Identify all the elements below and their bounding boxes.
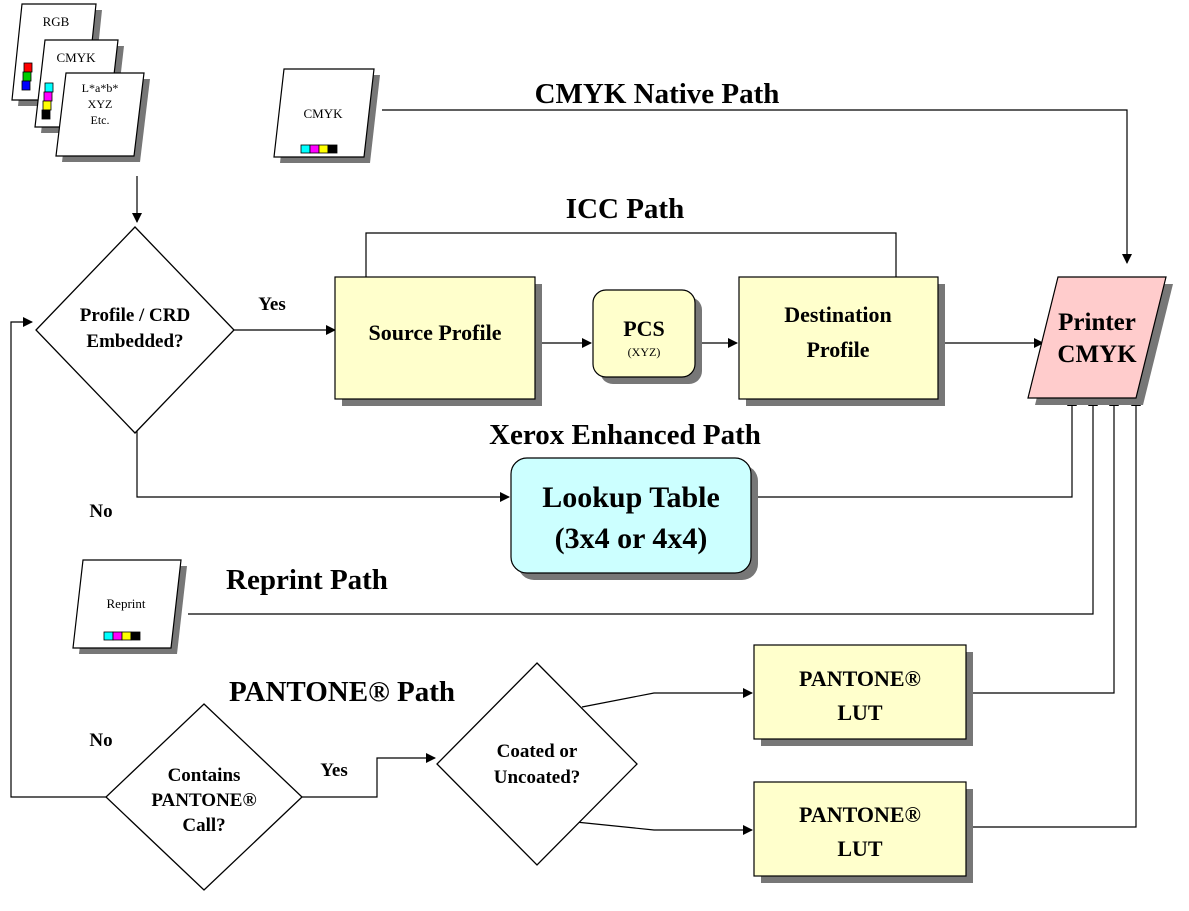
doc-rgb-label: RGB bbox=[43, 14, 70, 29]
lookup-line2: (3x4 or 4x4) bbox=[555, 522, 708, 555]
pantone-lut1-line1: PANTONE® bbox=[799, 666, 921, 691]
box-source-profile: Source Profile bbox=[334, 276, 542, 406]
source-profile-label: Source Profile bbox=[369, 320, 502, 345]
doc-reprint: Reprint bbox=[72, 559, 187, 654]
doc-cmyk-native-label: CMYK bbox=[303, 106, 343, 121]
title-pantone-path: PANTONE® Path bbox=[229, 676, 455, 708]
edge-label-no-profile: No bbox=[89, 501, 112, 522]
edge-label-yes-pantone: Yes bbox=[320, 760, 347, 781]
destination-line1: Destination bbox=[784, 302, 892, 327]
swatch-blue bbox=[21, 80, 31, 91]
pantone-lut2-line1: PANTONE® bbox=[799, 802, 921, 827]
edge-label-no-pantone: No bbox=[89, 730, 112, 751]
destination-line2: Profile bbox=[806, 337, 869, 362]
decision-profile-line1: Profile / CRD bbox=[80, 305, 190, 326]
edge-label-yes-profile: Yes bbox=[258, 294, 285, 315]
doc-other-spaces: L*a*b* XYZ Etc. bbox=[55, 72, 150, 162]
box-lookup-table: Lookup Table (3x4 or 4x4) bbox=[510, 457, 758, 580]
box-printer-cmyk: Printer CMYK bbox=[1027, 276, 1173, 405]
doc-etc-label: Etc. bbox=[91, 113, 110, 127]
printer-line2: CMYK bbox=[1057, 341, 1137, 368]
document-stack: RGB CMYK L*a*b* XYZ Etc. bbox=[11, 3, 150, 162]
printer-line1: Printer bbox=[1058, 309, 1136, 336]
swatch-green bbox=[22, 71, 32, 82]
decision-pantone-line1: Contains bbox=[168, 765, 241, 786]
doc-xyz-label: XYZ bbox=[88, 97, 113, 111]
decision-coated-line2: Uncoated? bbox=[494, 767, 581, 788]
swatch-red bbox=[23, 62, 33, 73]
swatch-yellow bbox=[42, 100, 52, 111]
title-xerox-path: Xerox Enhanced Path bbox=[489, 419, 761, 451]
connectors bbox=[10, 109, 1141, 835]
decision-pantone-line3: Call? bbox=[182, 815, 225, 836]
decision-coated: Coated or Uncoated? bbox=[436, 662, 638, 866]
doc-lab-label: L*a*b* bbox=[82, 81, 119, 95]
box-pantone-lut-1: PANTONE® LUT bbox=[753, 644, 973, 746]
pantone-lut1-line2: LUT bbox=[837, 700, 883, 725]
box-destination-profile: Destination Profile bbox=[738, 276, 945, 406]
decision-coated-line1: Coated or bbox=[497, 741, 578, 762]
box-pcs: PCS (XYZ) bbox=[592, 289, 702, 384]
swatch-magenta bbox=[43, 91, 53, 102]
decision-profile-embedded: Profile / CRD Embedded? bbox=[35, 226, 235, 434]
box-pantone-lut-2: PANTONE® LUT bbox=[753, 781, 973, 883]
doc-cmyk-label: CMYK bbox=[56, 50, 96, 65]
title-cmyk-native-path: CMYK Native Path bbox=[535, 78, 780, 110]
pcs-label: PCS bbox=[623, 316, 665, 341]
doc-cmyk-native: CMYK bbox=[273, 68, 380, 163]
decision-profile-line2: Embedded? bbox=[86, 331, 183, 352]
doc-reprint-label: Reprint bbox=[107, 596, 146, 611]
swatch-cyan bbox=[44, 82, 54, 93]
pcs-sub-label: (XYZ) bbox=[628, 345, 661, 359]
lookup-line1: Lookup Table bbox=[542, 481, 720, 514]
swatch-black bbox=[41, 109, 51, 120]
title-reprint-path: Reprint Path bbox=[226, 564, 388, 596]
pantone-lut2-line2: LUT bbox=[837, 836, 883, 861]
decision-pantone-line2: PANTONE® bbox=[151, 790, 256, 811]
title-icc-path: ICC Path bbox=[566, 193, 684, 225]
decision-contains-pantone: Contains PANTONE® Call? bbox=[105, 703, 303, 891]
